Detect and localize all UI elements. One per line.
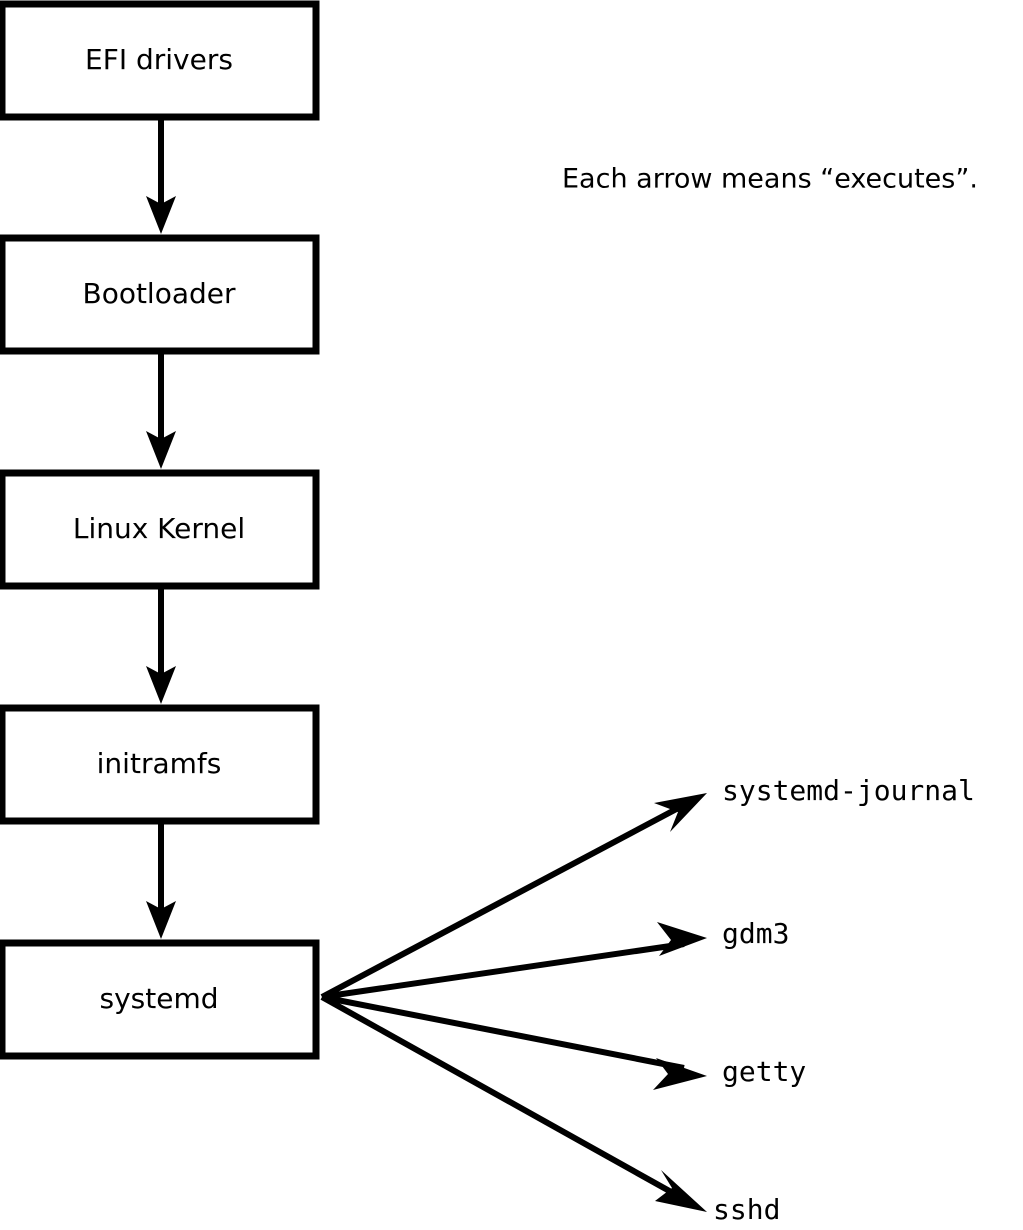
arrow-systemd-to-systemd-journal	[320, 793, 707, 1000]
legend-caption: Each arrow means “executes”.	[562, 164, 978, 195]
arrowhead-icon	[654, 793, 707, 832]
arrow-systemd-to-gdm3	[321, 922, 707, 1000]
arrow-initramfs-to-systemd	[146, 823, 176, 939]
arrowhead-icon	[657, 922, 707, 956]
leaf-label-getty: getty	[722, 1055, 806, 1088]
node-efi-drivers-label: EFI drivers	[85, 43, 233, 76]
node-systemd-rect	[0, 939, 320, 1060]
leaf-label-systemd-journal: systemd-journal	[722, 774, 975, 807]
node-bootloader-rect	[0, 234, 320, 355]
arrow-systemd-to-getty	[321, 994, 707, 1090]
node-initramfs-label: initramfs	[97, 747, 222, 780]
arrowhead-icon	[653, 1058, 707, 1090]
arrowhead-icon	[146, 901, 176, 939]
node-efi-drivers-rect	[0, 0, 320, 121]
node-bootloader[interactable]: Bootloader	[0, 234, 320, 355]
arrowhead-icon	[146, 196, 176, 234]
leaf-label-sshd: sshd	[713, 1193, 780, 1226]
node-linux-kernel-rect	[0, 469, 320, 590]
arrowhead-icon	[146, 431, 176, 469]
arrowhead-icon	[655, 1170, 707, 1212]
node-linux-kernel[interactable]: Linux Kernel	[0, 469, 320, 590]
arrow-systemd-to-sshd	[320, 994, 707, 1212]
arrow-efi-to-bootloader	[146, 119, 176, 234]
arrowhead-icon	[146, 666, 176, 704]
node-linux-kernel-label: Linux Kernel	[73, 512, 245, 545]
arrow-kernel-to-initramfs	[146, 588, 176, 704]
node-initramfs[interactable]: initramfs	[0, 704, 320, 825]
node-systemd[interactable]: systemd	[0, 939, 320, 1060]
node-systemd-label: systemd	[100, 982, 219, 1015]
node-efi-drivers[interactable]: EFI drivers	[0, 0, 320, 121]
node-initramfs-rect	[0, 704, 320, 825]
arrow-bootloader-to-kernel	[146, 353, 176, 469]
node-bootloader-label: Bootloader	[82, 277, 236, 310]
leaf-label-gdm3: gdm3	[722, 917, 789, 950]
